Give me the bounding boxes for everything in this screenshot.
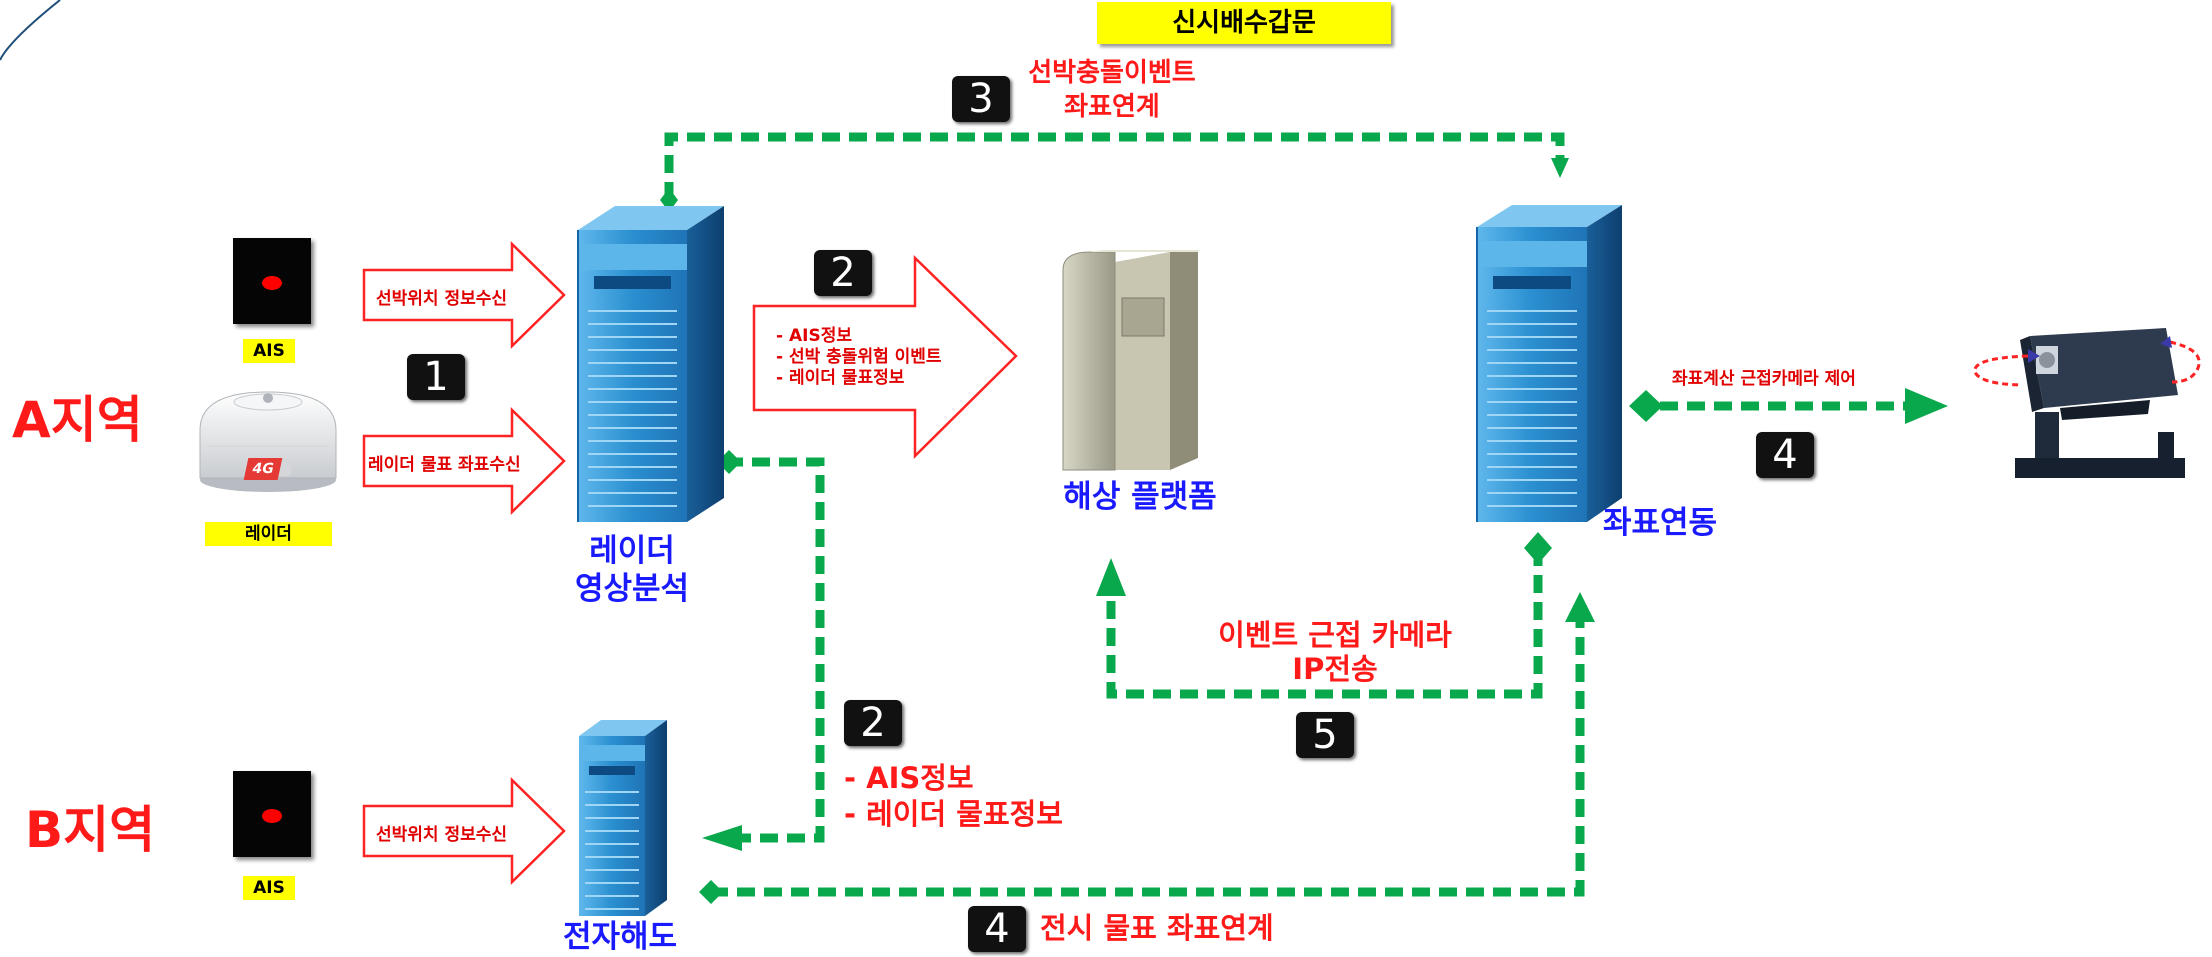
collision-event-line1: 선박충돌이벤트 <box>1028 58 1196 88</box>
ais-receiver-icon <box>233 238 311 324</box>
event-camera-line1: 이벤트 근접 카메라 <box>1218 618 1452 652</box>
radar-tag: 레이더 <box>205 522 332 546</box>
arrow-ship-position-b-label: 선박위치 정보수신 <box>376 825 508 845</box>
arrow-to-platform <box>752 255 1018 459</box>
corner-arc <box>0 0 61 61</box>
link-event-camera <box>1106 548 1543 699</box>
radar-4g-badge: 4G <box>243 458 283 480</box>
link-display-target <box>710 618 1585 897</box>
link-collision-event <box>664 132 1565 200</box>
region-a-label: A지역 <box>12 391 143 449</box>
platform-info-ais: - AIS정보 <box>776 326 852 346</box>
ais-b-tag: AIS <box>243 876 295 900</box>
collision-event-line2: 좌표연계 <box>1064 92 1160 122</box>
platform-info-radar: - 레이더 물표정보 <box>776 368 905 388</box>
link-arrowheads <box>702 158 1948 851</box>
arrow-radar-target <box>362 407 566 515</box>
step-5-badge: 5 <box>1296 712 1354 758</box>
enc-label: 전자해도 <box>562 919 678 955</box>
event-camera-note: 이벤트 근접 카메라 IP전송 <box>1190 618 1480 686</box>
radar-analysis-label: 레이더 영상분석 <box>542 532 722 608</box>
ais-radar-info-note: - AIS정보 - 레이더 물표정보 <box>844 760 1063 832</box>
maritime-platform-label: 해상 플랫폼 <box>1063 479 1217 515</box>
radar-analysis-line1: 레이더 <box>589 533 675 569</box>
ais-radar-info-line1: - AIS정보 <box>844 761 974 795</box>
server-tower-icon <box>577 206 724 522</box>
collision-event-note: 선박충돌이벤트 좌표연계 <box>1012 56 1212 124</box>
cctv-camera-icon <box>2015 328 2185 478</box>
region-b-label: B지역 <box>25 801 156 859</box>
radar-analysis-line2: 영상분석 <box>574 571 690 607</box>
arrow-ship-position-b <box>362 777 566 885</box>
step-2-bottom-badge: 2 <box>844 700 902 746</box>
rotation-arrow-icon <box>1973 340 2201 387</box>
ais-receiver-icon <box>233 771 311 857</box>
camera-control-label: 좌표계산 근접카메라 제어 <box>1672 369 1856 389</box>
server-tower-icon <box>579 720 667 916</box>
rotation-arrow-icon <box>2028 336 2172 363</box>
event-camera-line2: IP전송 <box>1292 652 1378 686</box>
step-2-top-badge: 2 <box>814 250 872 296</box>
ais-a-tag: AIS <box>243 339 295 363</box>
link-ais-radar-to-enc <box>725 457 825 843</box>
platform-server-icon <box>1062 250 1200 471</box>
arrow-to-platform-label: - AIS정보 - 선박 충돌위험 이벤트 - 레이더 물표정보 <box>776 326 942 389</box>
platform-info-collision: - 선박 충돌위험 이벤트 <box>776 347 942 367</box>
step-3-badge: 3 <box>952 76 1010 122</box>
coordinate-link-label: 좌표연동 <box>1602 505 1718 541</box>
green-links <box>664 132 1905 897</box>
step-1-badge: 1 <box>407 354 465 400</box>
red-arrows <box>362 241 1018 885</box>
step-4-bottom-badge: 4 <box>968 906 1026 952</box>
server-tower-icon <box>1476 205 1622 522</box>
radar-dome-icon <box>199 391 337 492</box>
step-4-right-badge: 4 <box>1756 432 1814 478</box>
arrow-ship-position-a-label: 선박위치 정보수신 <box>376 289 508 309</box>
ais-radar-info-line2: - 레이더 물표정보 <box>844 797 1063 831</box>
arrow-radar-target-label: 레이더 물표 좌표수신 <box>368 455 521 475</box>
diagram-title: 신시배수갑문 <box>1097 2 1391 44</box>
arrow-ship-position-a <box>362 241 566 349</box>
display-target-note: 전시 물표 좌표연계 <box>1040 911 1274 945</box>
